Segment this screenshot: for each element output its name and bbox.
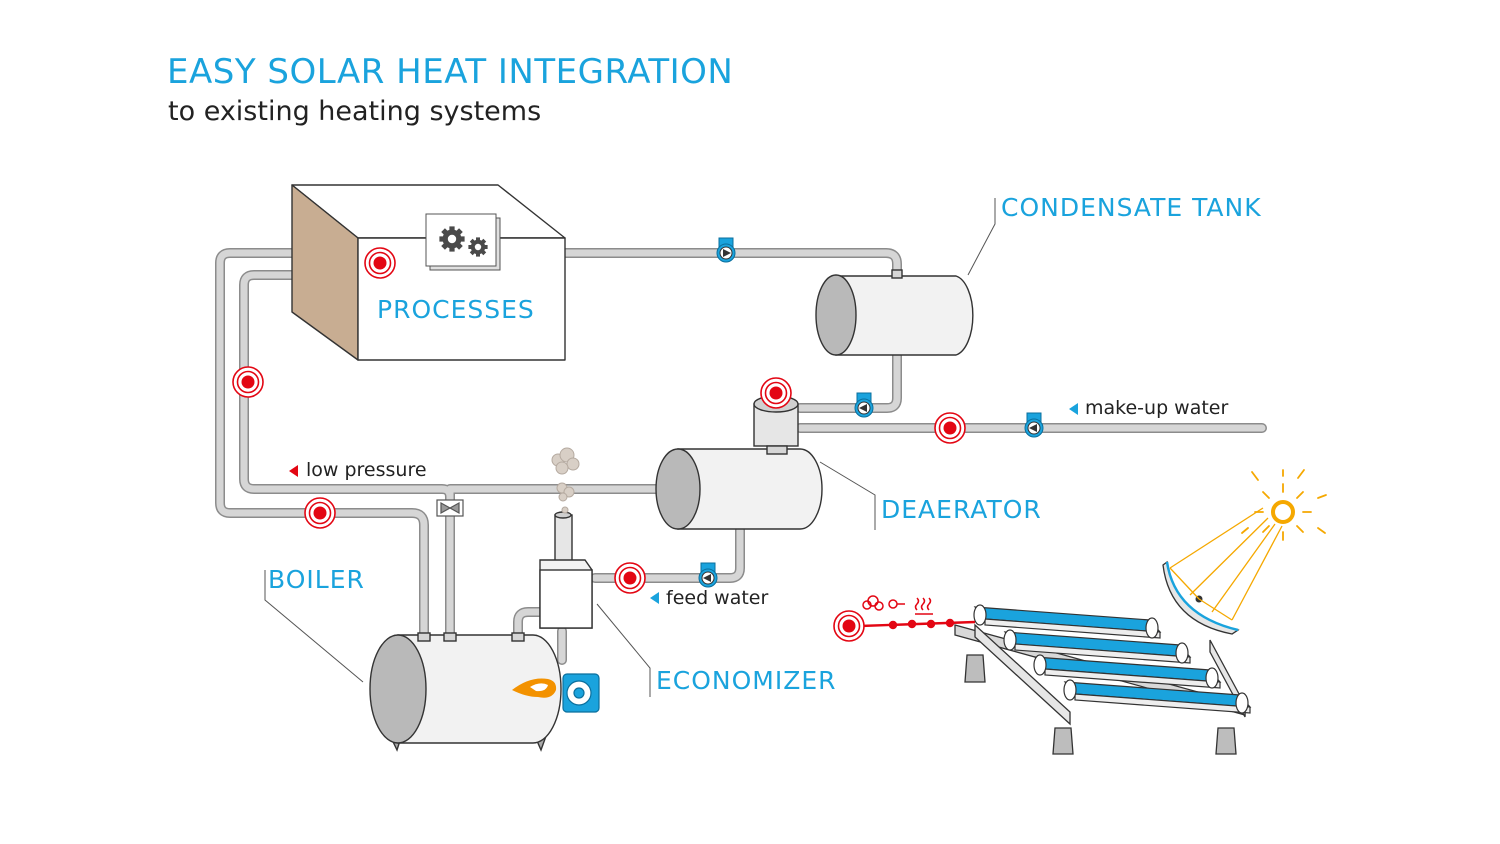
heat-point-icon	[304, 497, 336, 529]
heat-point-icon	[833, 610, 865, 642]
economizer-label: ECONOMIZER	[656, 666, 837, 695]
feed-water-arrow-icon	[650, 592, 659, 604]
economizer	[539, 511, 593, 629]
solar-field	[859, 469, 1327, 755]
collector-rows	[973, 604, 1252, 714]
deaerator-leader	[819, 461, 876, 530]
sun-icon	[1241, 469, 1327, 541]
steam-icon	[551, 447, 580, 514]
boiler-label: BOILER	[268, 565, 365, 594]
heat-point-icon	[614, 562, 646, 594]
heat-point-icon	[934, 412, 966, 444]
pipe-network	[215, 248, 1267, 665]
page-title: EASY SOLAR HEAT INTEGRATION	[167, 52, 734, 92]
processes-label: PROCESSES	[377, 295, 535, 324]
deaerator	[655, 395, 823, 530]
heat-point-icon	[364, 247, 396, 279]
condensate-tank-leader	[967, 198, 996, 276]
pump-icon	[698, 562, 718, 588]
makeup-water-label: make-up water	[1085, 397, 1229, 419]
heat-point-icon	[232, 366, 264, 398]
pump-icon	[716, 237, 736, 263]
boiler-leader	[264, 570, 364, 683]
page-subtitle: to existing heating systems	[168, 96, 542, 127]
heat-output-line	[859, 618, 976, 630]
condensate-tank-label: CONDENSATE TANK	[1001, 193, 1262, 222]
condensate-tank	[815, 269, 974, 356]
valve-icon	[436, 499, 464, 517]
sun-rays	[1169, 507, 1283, 621]
boiler	[369, 632, 562, 752]
pump-icon	[854, 392, 874, 418]
deaerator-label: DEAERATOR	[881, 495, 1042, 524]
processes-unit	[291, 184, 566, 361]
makeup-water-arrow-icon	[1069, 403, 1078, 415]
low-pressure-arrow-icon	[289, 465, 298, 477]
output-forms-icon	[862, 595, 933, 615]
heat-point-icon	[760, 377, 792, 409]
flame-icon	[512, 678, 557, 698]
pump-icon	[1024, 412, 1044, 438]
feed-water-label: feed water	[666, 587, 769, 609]
low-pressure-label: low pressure	[306, 459, 427, 481]
gears-icon	[425, 213, 501, 271]
economizer-leader	[596, 603, 651, 697]
fan-icon	[562, 673, 600, 713]
